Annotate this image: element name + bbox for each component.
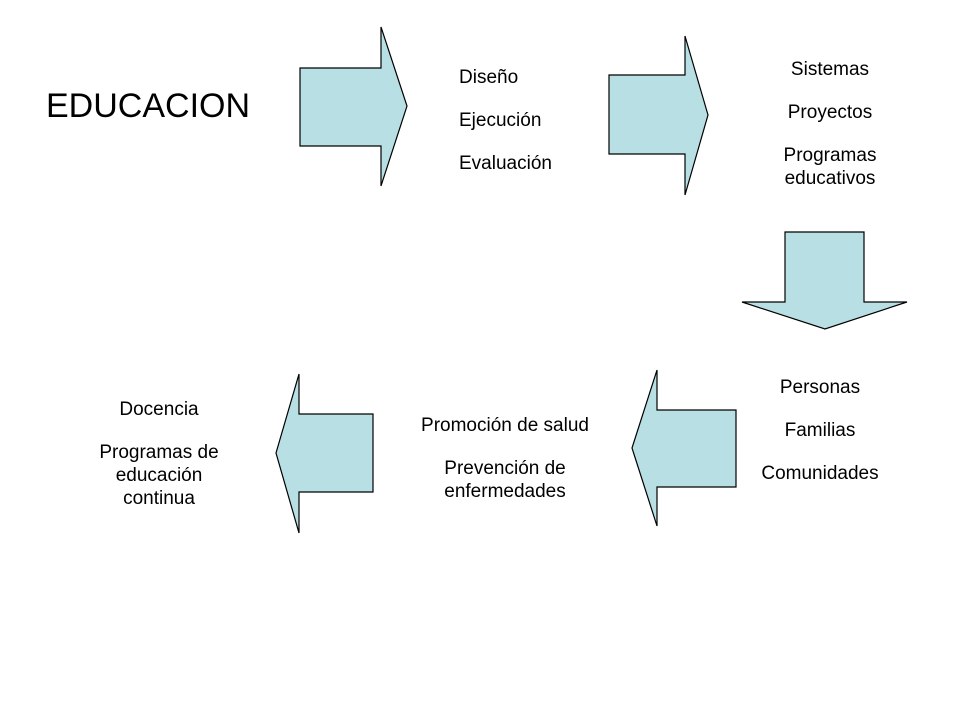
arrow-left-1-shape	[631, 369, 737, 527]
target-population: Personas Familias Comunidades	[735, 376, 905, 485]
item-health-promotion: Promoción de salud	[421, 415, 589, 436]
item-persons: Personas	[779, 377, 861, 398]
process-steps: Diseño Ejecución Evaluación	[459, 66, 552, 175]
education-outcomes: Docencia Programas de educación continua	[80, 398, 238, 510]
health-actions: Promoción de salud Prevención de enferme…	[392, 414, 618, 503]
item-families: Familias	[784, 420, 856, 441]
item-communities: Comunidades	[761, 463, 879, 484]
item-continuing-education: Programas de educación continua	[99, 442, 219, 509]
step-evaluation: Evaluación	[459, 153, 552, 174]
step-design: Diseño	[459, 67, 519, 88]
step-execution: Ejecución	[459, 110, 542, 131]
arrow-right-2-shape	[608, 35, 709, 196]
arrow-right-1-shape	[299, 26, 408, 187]
arrow-down-shape	[741, 231, 908, 330]
item-teaching: Docencia	[119, 399, 199, 420]
item-disease-prevention: Prevención de enfermedades	[444, 458, 566, 502]
item-projects: Proyectos	[787, 102, 873, 123]
program-types: Sistemas Proyectos Programas educativos	[750, 58, 910, 190]
item-systems: Sistemas	[790, 59, 870, 80]
diagram-title: EDUCACION	[46, 87, 251, 125]
item-educational-programs: Programas educativos	[783, 145, 877, 189]
arrow-left-2-shape	[275, 373, 374, 534]
